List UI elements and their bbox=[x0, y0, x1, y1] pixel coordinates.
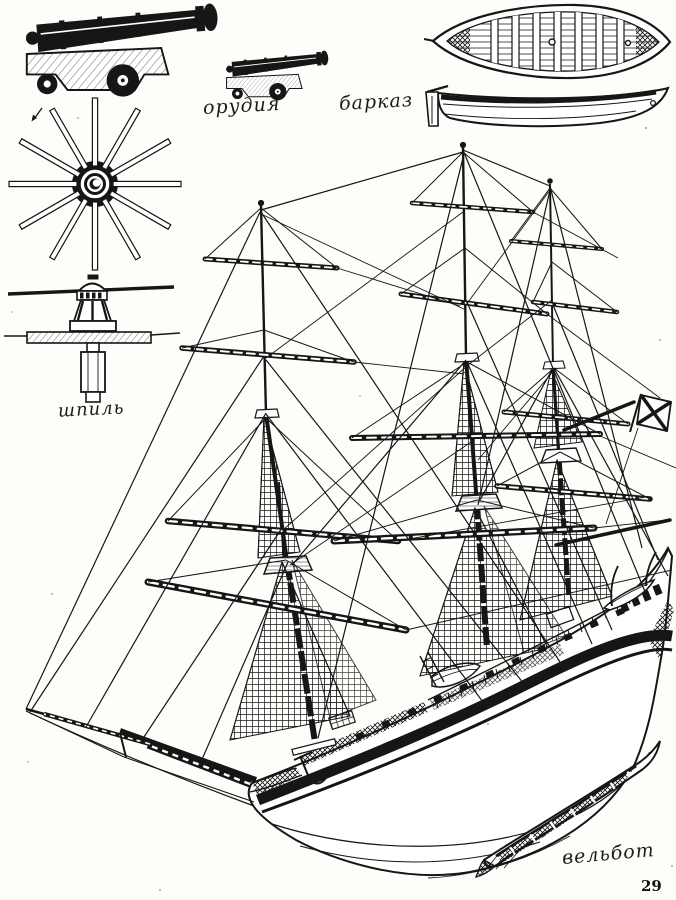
boom bbox=[554, 518, 672, 547]
bow-head bbox=[249, 751, 327, 796]
caption-capstan: шпиль bbox=[57, 397, 125, 422]
capstan-top-view-illustration bbox=[8, 97, 182, 271]
yard-lifts bbox=[147, 151, 651, 631]
frigate-illustration bbox=[25, 141, 676, 879]
naval-ensign-flag bbox=[629, 393, 673, 433]
caption-longboat: барказ bbox=[338, 89, 414, 115]
running-rigging bbox=[260, 189, 676, 631]
pointer-mark bbox=[31, 107, 43, 122]
quarter-boat bbox=[602, 551, 657, 611]
capstan-side-view-illustration bbox=[4, 274, 181, 403]
hull-wale-band bbox=[256, 629, 673, 806]
bowsprit bbox=[25, 707, 258, 807]
caption-cannons: орудия bbox=[202, 92, 281, 120]
scan-speckles bbox=[11, 117, 673, 891]
large-cannon-illustration bbox=[23, 2, 221, 98]
page-number: 29 bbox=[641, 877, 662, 895]
shrouds bbox=[229, 361, 613, 741]
longboat-top-view-illustration bbox=[423, 3, 672, 80]
standing-rigging bbox=[25, 149, 669, 765]
longboat-side-view-illustration bbox=[425, 84, 670, 128]
